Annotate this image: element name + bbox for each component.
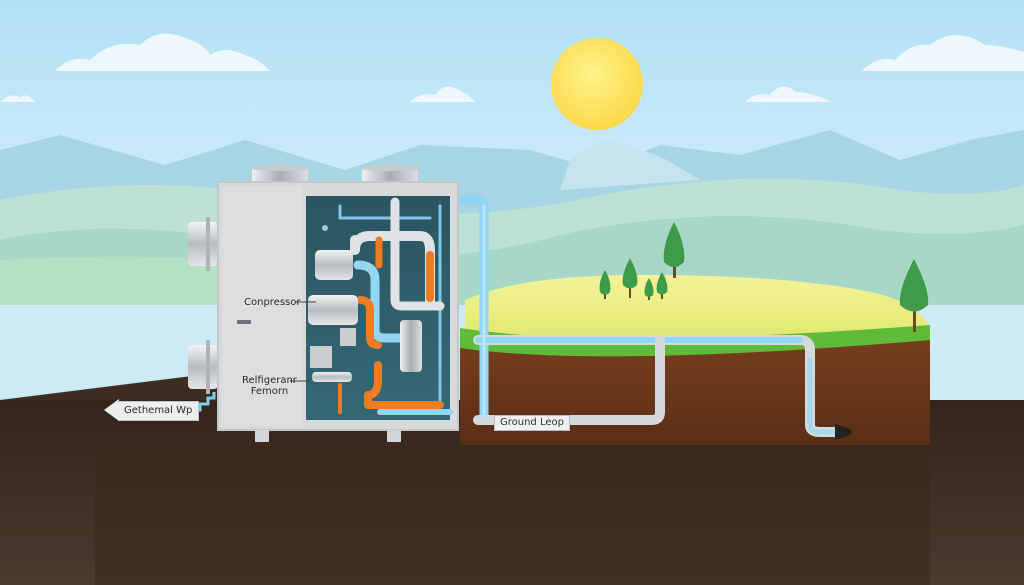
refrigerant-label-line2: Femorn	[250, 386, 289, 397]
refrigerant-label-line1: Relfigeranr	[242, 375, 297, 386]
ground-loop-pipes	[457, 195, 840, 437]
ground-loop-label: Ground Leop	[494, 415, 570, 431]
sun-icon	[551, 38, 643, 130]
geothermal-label-text: Gethemal Wp	[118, 401, 200, 421]
arrow-left-icon	[104, 399, 119, 421]
meadow	[465, 275, 930, 345]
tree-icon	[599, 222, 929, 332]
heat-pump-unit	[188, 165, 459, 442]
refrigerant-label: Relfigeranr Femorn	[242, 375, 297, 397]
cloud-icon	[0, 33, 1024, 102]
compressor-label: Conpressor	[244, 297, 301, 308]
geothermal-pipe	[190, 392, 216, 412]
pipe-end-cap-icon	[835, 424, 852, 440]
